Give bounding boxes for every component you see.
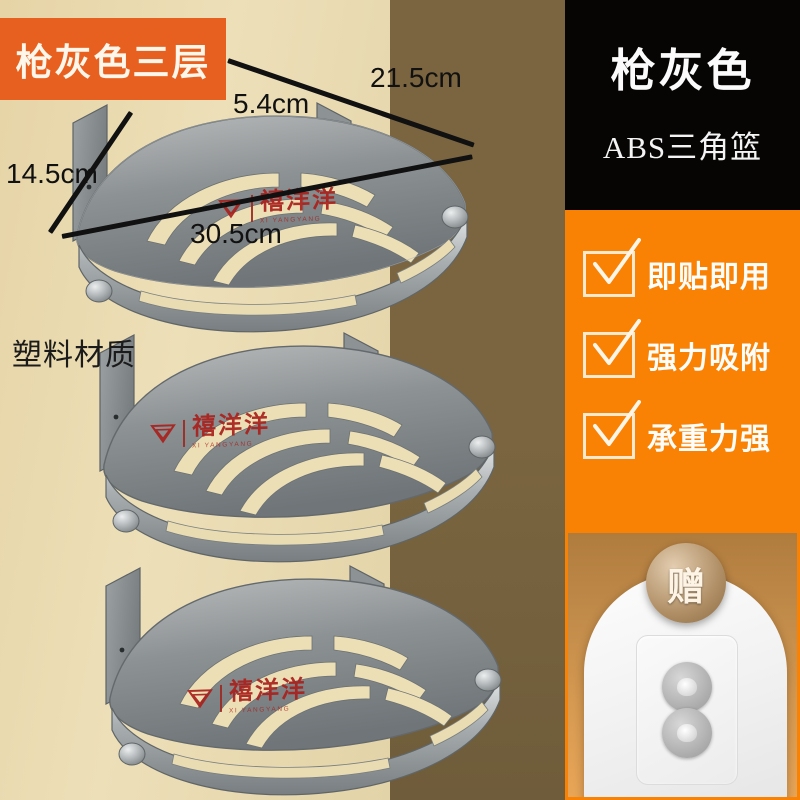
- gift-panel: 赠: [565, 530, 800, 800]
- checkbox-icon: [583, 238, 641, 297]
- info-rail: 枪灰色 ABS三角篮 即贴即用 强力吸附: [565, 0, 800, 800]
- gift-accessory: [584, 573, 787, 797]
- banner-label: 枪灰色三层: [15, 42, 211, 83]
- shelf-middle: [99, 332, 496, 563]
- check-icon: [593, 238, 641, 284]
- gift-badge: 赠: [646, 543, 726, 623]
- material-label: 塑料材质: [12, 339, 136, 372]
- feature-panel: 即贴即用 强力吸附 承重力强: [565, 210, 800, 530]
- checkbox-icon: [583, 400, 641, 459]
- dimension-label-height: 5.4cm: [233, 88, 310, 119]
- product-color-title: 枪灰色: [610, 45, 755, 96]
- feature-item-0: 即贴即用: [583, 238, 771, 302]
- dimension-label-width: 30.5cm: [190, 218, 282, 249]
- check-icon: [593, 400, 641, 446]
- feature-label: 强力吸附: [647, 342, 771, 375]
- check-icon: [593, 319, 641, 365]
- product-type-subtitle: ABS三角篮: [602, 130, 763, 165]
- shelf-top: [72, 102, 469, 333]
- feature-item-2: 承重力强: [583, 400, 771, 464]
- feature-label: 承重力强: [647, 423, 771, 456]
- mount-disc-top: [662, 662, 712, 712]
- adhesive-mount-plate: [636, 635, 738, 785]
- shelf-bottom: [105, 565, 502, 796]
- checkbox-icon: [583, 319, 641, 378]
- feature-item-1: 强力吸附: [583, 319, 771, 383]
- gift-badge-label: 赠: [666, 566, 705, 609]
- dimension-label-side: 14.5cm: [6, 158, 98, 189]
- feature-label: 即贴即用: [647, 261, 771, 294]
- mount-disc-bottom: [662, 708, 712, 758]
- title-panel: 枪灰色 ABS三角篮: [565, 0, 800, 210]
- product-variant-banner: 枪灰色三层: [0, 18, 226, 100]
- dimension-label-depth: 21.5cm: [370, 62, 462, 93]
